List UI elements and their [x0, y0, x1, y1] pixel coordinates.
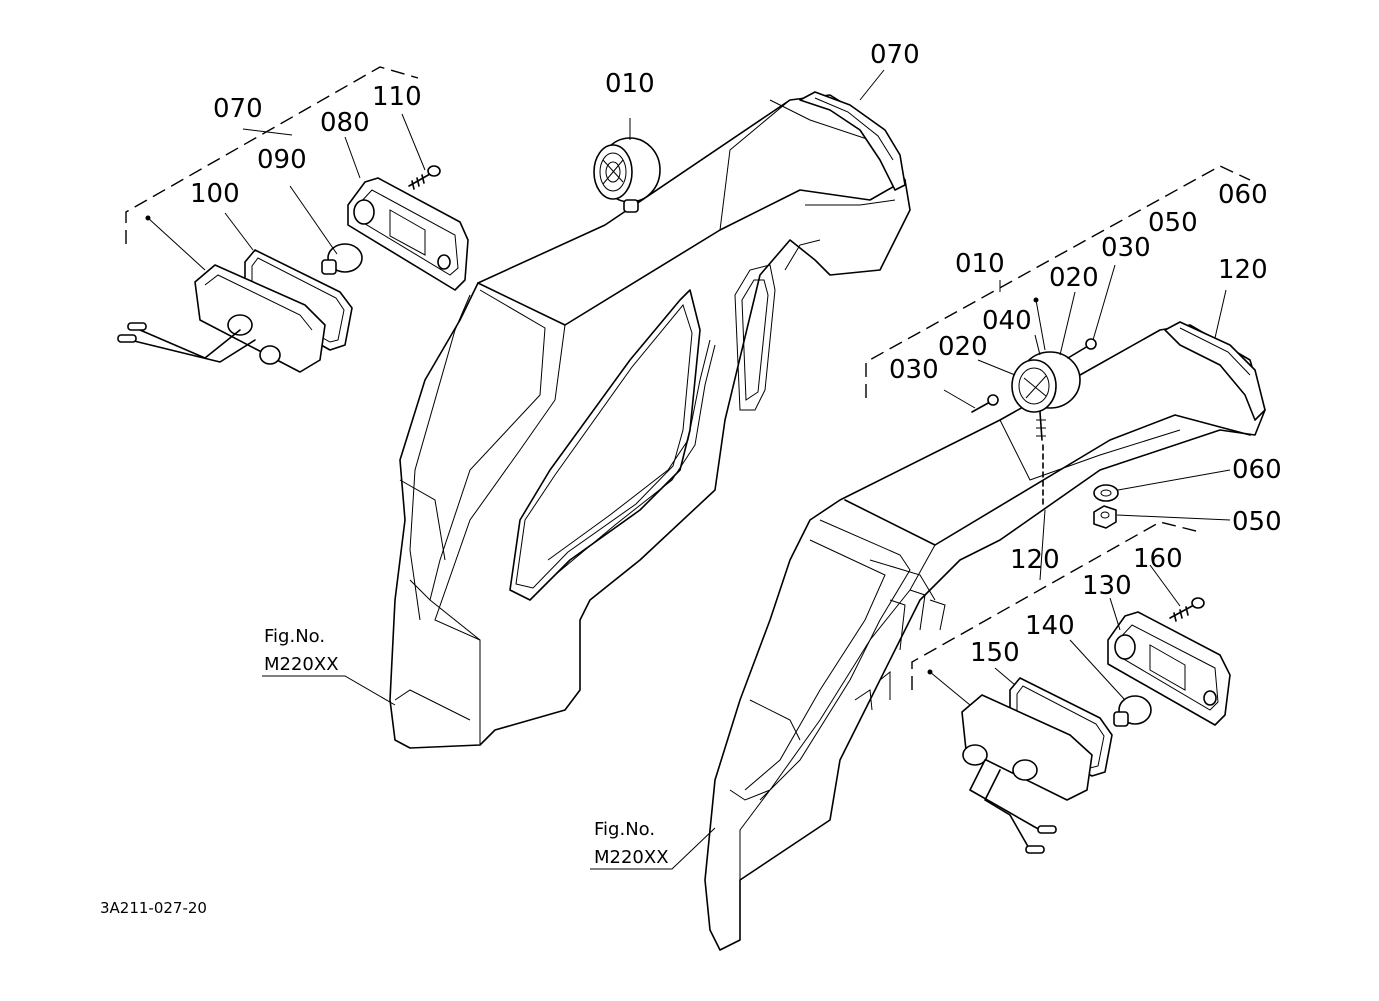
label-right-screw-top: 030: [1101, 233, 1151, 263]
right-nut: [1093, 505, 1117, 529]
fig-ref-right-line1: Fig.No.: [594, 819, 655, 840]
fig-ref-left-line1: Fig.No.: [264, 626, 325, 647]
label-left-housing: 070: [870, 40, 920, 70]
label-right-screw-left: 030: [889, 355, 939, 385]
label-left-gasket: 100: [190, 179, 240, 209]
diagram-id: 3A211-027-20: [100, 899, 207, 917]
label-left-beacon: 010: [605, 69, 655, 99]
right-screw-top: [1067, 338, 1097, 359]
leader-lines: [145, 69, 1231, 870]
fig-ref-left-line2: M220XX: [264, 654, 339, 675]
label-right-washer: 060: [1232, 455, 1282, 485]
left-bulb: [321, 243, 363, 275]
label-right-bulb: 140: [1025, 611, 1075, 641]
label-right-beacon-part-b: 020: [938, 332, 988, 362]
label-right-gasket: 150: [970, 638, 1020, 668]
left-lamp-bracket: [125, 66, 419, 244]
left-screw: [408, 165, 441, 190]
left-fender-housing: [389, 91, 911, 749]
label-left-bulb: 090: [257, 145, 307, 175]
label-right-sub-060: 060: [1218, 180, 1268, 210]
label-right-beacon-center: 040: [982, 306, 1032, 336]
right-bulb: [1113, 695, 1152, 727]
right-lamp-cover: [1107, 611, 1231, 726]
right-beacon-bracket: [865, 165, 1251, 398]
left-lamp-cover: [347, 177, 469, 291]
right-washer: [1093, 484, 1119, 502]
right-screw-left: [971, 394, 999, 413]
fig-ref-left: Fig.No. M220XX: [264, 626, 339, 675]
right-lamp-body: [961, 694, 1093, 854]
left-beacon: [593, 137, 661, 213]
right-lamp-bracket: [911, 521, 1201, 690]
label-right-screw: 160: [1133, 544, 1183, 574]
right-fender-housing: [704, 321, 1266, 951]
label-right-lamp-cover: 130: [1082, 571, 1132, 601]
label-right-sub-050: 050: [1148, 208, 1198, 238]
fig-ref-right: Fig.No. M220XX: [594, 819, 669, 868]
label-left-lamp-cover: 080: [320, 108, 370, 138]
part-labels: 070 010 070 080 110 090 100 060 050 030 …: [190, 40, 1282, 668]
label-right-beacon-set: 010: [955, 249, 1005, 279]
right-screw: [1169, 597, 1205, 622]
right-beacon: [1011, 351, 1081, 506]
label-right-housing: 120: [1218, 255, 1268, 285]
label-right-lamp-set: 120: [1010, 545, 1060, 575]
left-lamp-body: [117, 264, 326, 373]
label-right-nut: 050: [1232, 507, 1282, 537]
label-left-lamp-set: 070: [213, 94, 263, 124]
label-right-beacon-part: 020: [1049, 263, 1099, 293]
label-left-screw: 110: [372, 82, 422, 112]
fig-ref-right-line2: M220XX: [594, 847, 669, 868]
